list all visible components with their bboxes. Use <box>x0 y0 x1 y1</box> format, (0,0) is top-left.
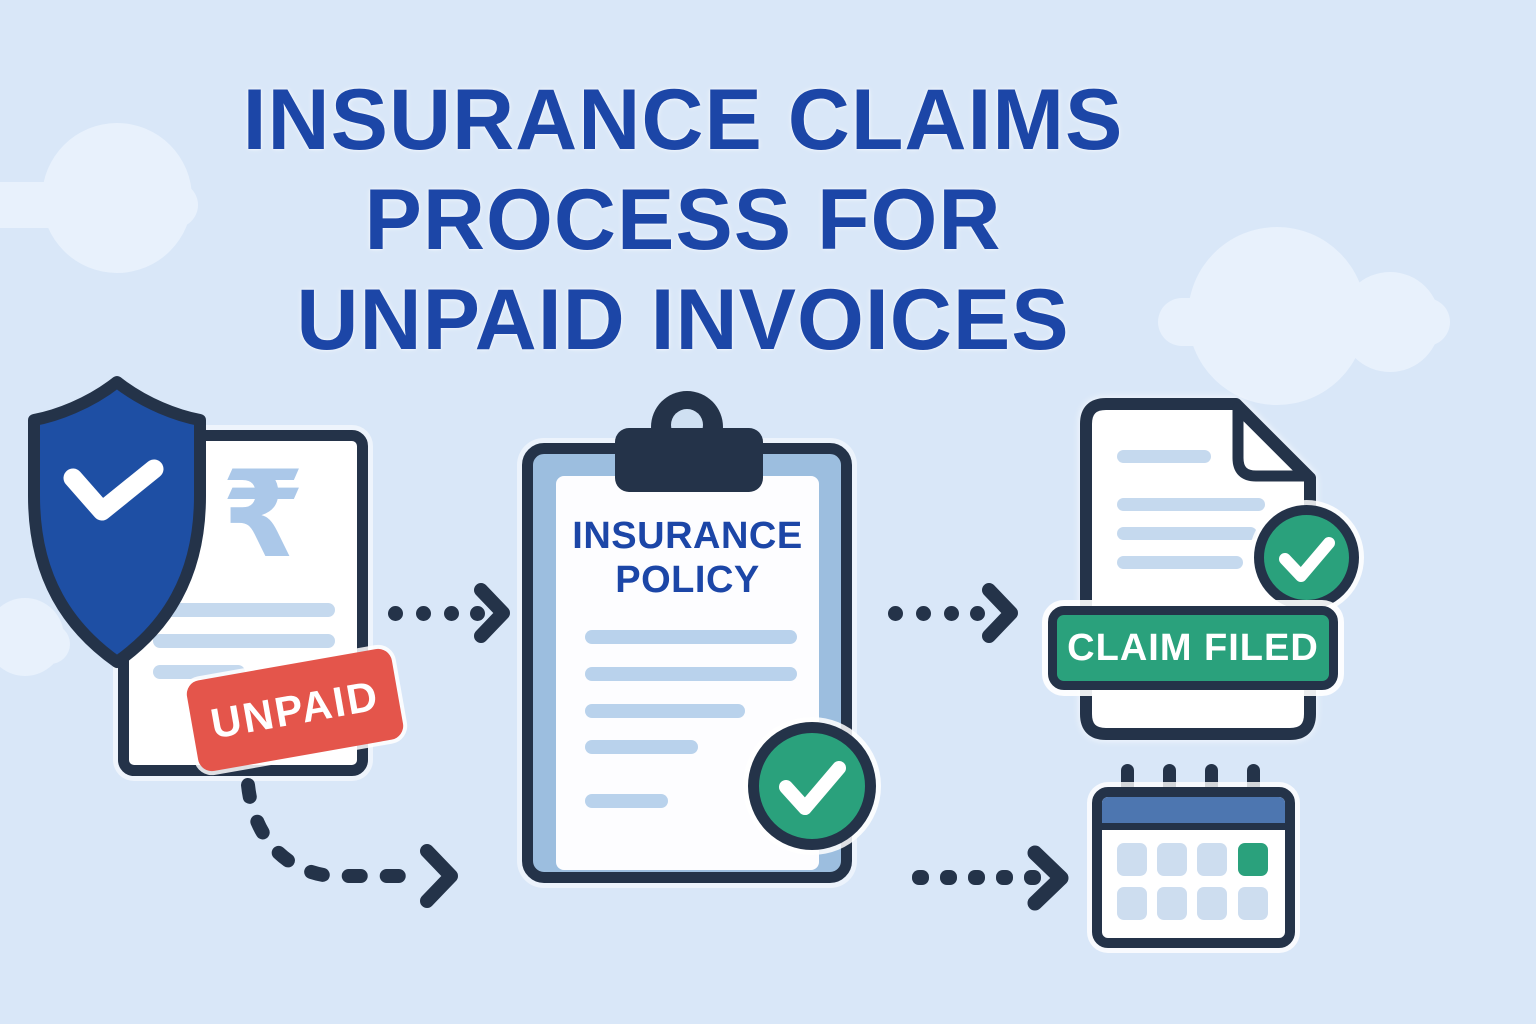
calendar-header <box>1102 797 1285 830</box>
claim-filed-label: CLAIM FILED <box>1067 626 1319 669</box>
calendar-day-cell <box>1238 887 1268 920</box>
page-title: INSURANCE CLAIMS PROCESS FOR UNPAID INVO… <box>0 70 1366 370</box>
claim-filed-badge: CLAIM FILED <box>1048 606 1338 690</box>
claim-text-line <box>1117 527 1257 540</box>
calendar-day-cell <box>1197 843 1227 876</box>
chevron-right-icon <box>420 844 458 908</box>
policy-text-line <box>585 704 745 718</box>
calendar-day-cell <box>1157 843 1187 876</box>
clipboard-clip-body <box>615 428 763 492</box>
calendar-day-cell-highlighted <box>1238 843 1268 876</box>
claim-check-circle <box>1254 505 1359 610</box>
arrow-invoice-to-policy-curved <box>241 778 458 908</box>
policy-heading: INSURANCE POLICY <box>556 514 819 602</box>
policy-text-line <box>585 794 668 808</box>
shield-check-icon <box>28 376 206 668</box>
folded-corner <box>1232 402 1312 482</box>
claim-text-line <box>1117 556 1243 569</box>
chevron-right-icon <box>474 583 510 643</box>
title-line-2: PROCESS FOR <box>364 172 1002 268</box>
claim-text-line <box>1117 498 1265 511</box>
calendar-day-cell <box>1117 887 1147 920</box>
claim-text-line <box>1117 450 1211 463</box>
calendar-day-cell <box>1197 887 1227 920</box>
chevron-right-icon <box>982 583 1018 643</box>
policy-heading-line-2: POLICY <box>615 559 760 601</box>
policy-heading-line-1: INSURANCE <box>572 515 803 557</box>
unpaid-stamp-label: UNPAID <box>207 671 383 748</box>
check-icon <box>1279 537 1335 582</box>
title-line-1: INSURANCE CLAIMS <box>242 72 1124 168</box>
policy-approved-check-circle <box>748 722 876 850</box>
check-icon <box>779 761 846 815</box>
policy-text-line <box>585 667 797 681</box>
invoice-text-line <box>153 634 335 648</box>
calendar-day-cell <box>1157 887 1187 920</box>
policy-text-line <box>585 630 797 644</box>
policy-text-line <box>585 740 698 754</box>
calendar-day-cell <box>1117 843 1147 876</box>
invoice-text-line <box>153 603 335 617</box>
check-icon <box>63 459 164 521</box>
chevron-right-icon <box>1027 845 1069 911</box>
rupee-icon: ₹ <box>221 446 305 585</box>
title-line-3: UNPAID INVOICES <box>296 272 1070 368</box>
